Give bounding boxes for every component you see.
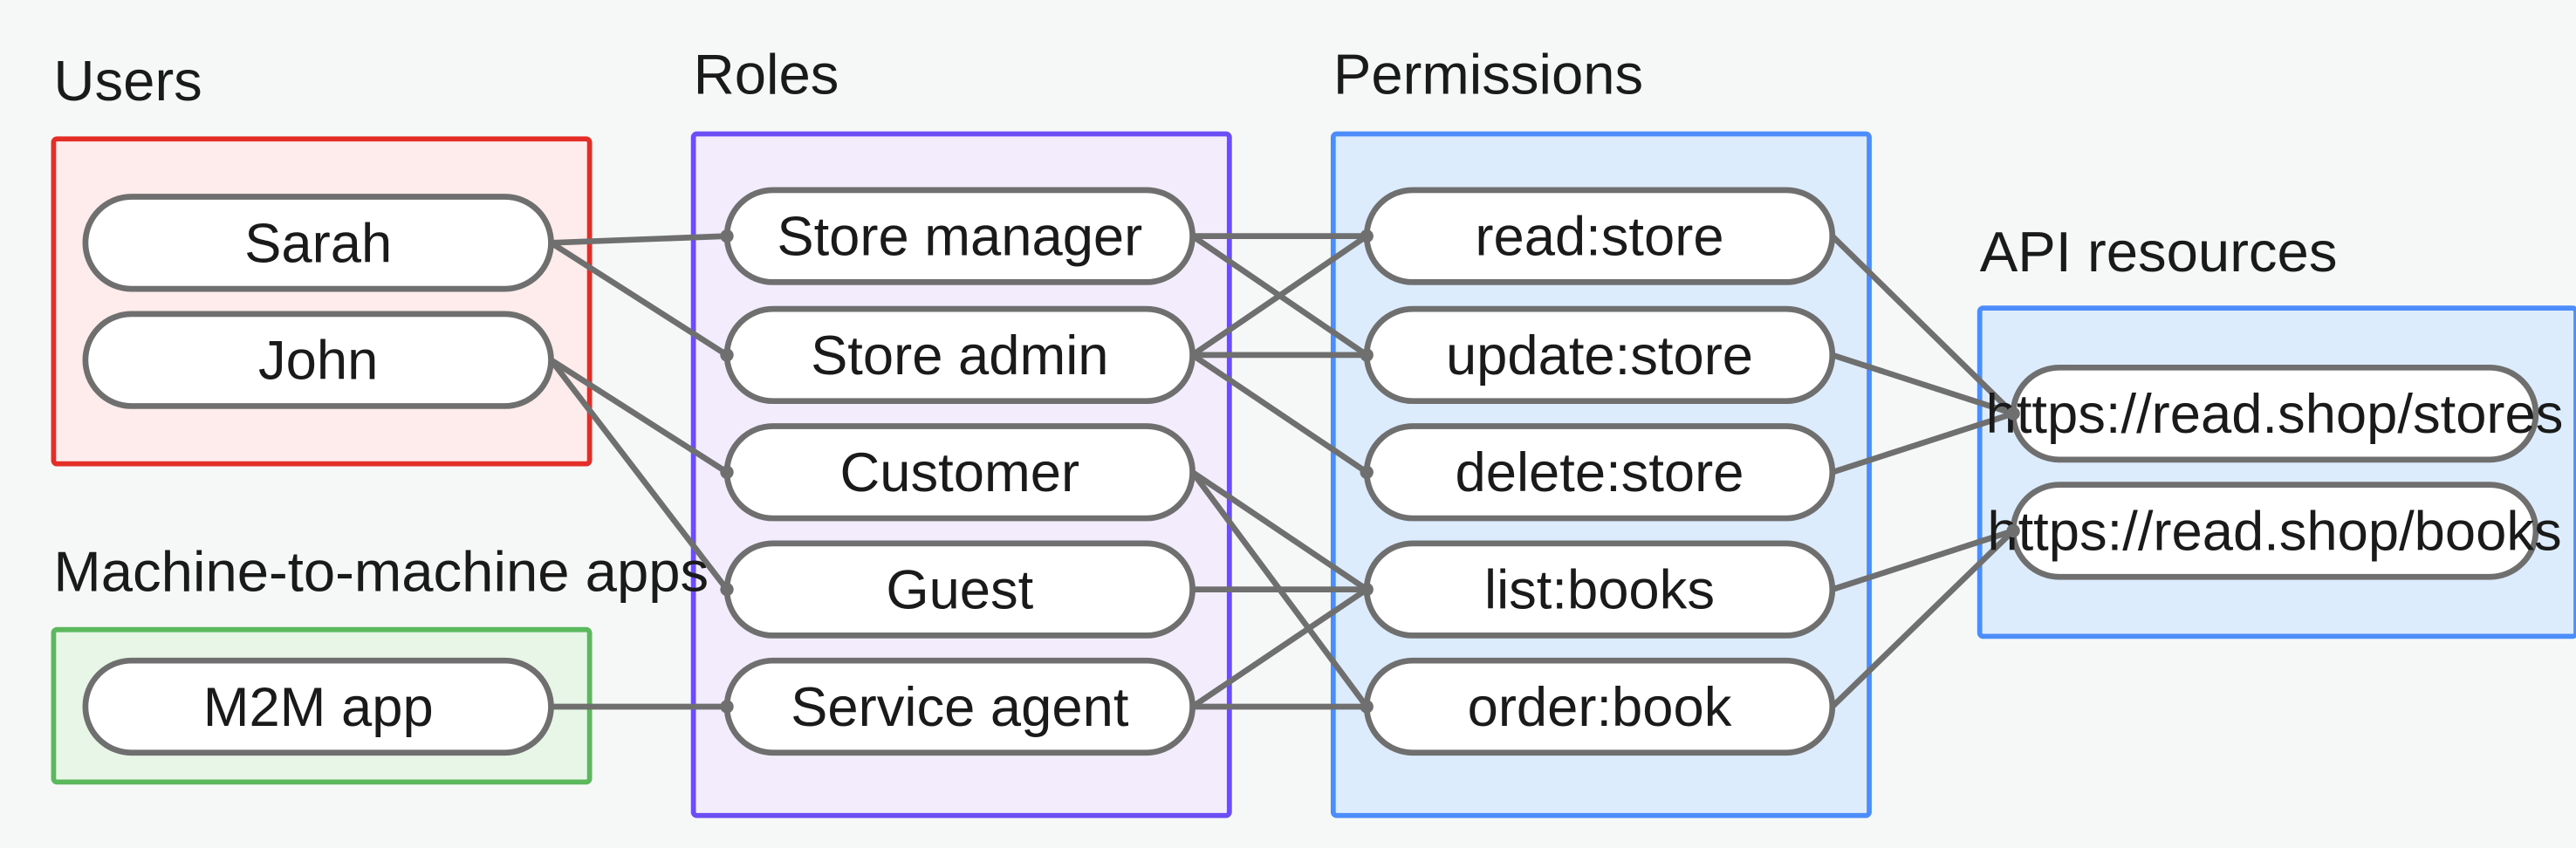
node-label-list_books: list:books	[1484, 560, 1715, 621]
node-label-service_agent: Service agent	[791, 677, 1129, 738]
edge-customer-to-list_books	[1190, 469, 1369, 592]
node-label-m2mapp: M2M app	[203, 677, 434, 738]
node-label-guest: Guest	[886, 560, 1033, 621]
node-label-delete_store: delete:store	[1456, 442, 1744, 503]
group-label-api_resources: API resources	[1980, 220, 2338, 284]
group-box-users	[51, 136, 593, 467]
edge-list_books-to-res_books	[1831, 528, 2015, 592]
group-label-m2m: Machine-to-machine apps	[53, 539, 709, 603]
edge-store_admin-to-delete_store	[1190, 352, 1369, 475]
node-label-order_book: order:book	[1468, 677, 1732, 738]
node-label-john: John	[258, 331, 378, 392]
node-m2mapp[interactable]	[82, 657, 554, 756]
edge-delete_store-to-res_stores	[1831, 410, 2015, 475]
group-box-api_resources	[1977, 305, 2576, 639]
edge-sarah-to-store_admin	[549, 240, 729, 358]
edge-anchor-dot	[1360, 582, 1374, 597]
edge-order_book-to-res_books	[1830, 529, 2016, 709]
group-label-users: Users	[53, 49, 202, 113]
edge-anchor-dot	[720, 348, 734, 362]
edge-john-to-customer	[549, 357, 729, 475]
edge-anchor-dot	[1360, 700, 1374, 714]
edge-anchor-dot	[1360, 348, 1374, 362]
anchor-dots-layer	[720, 229, 2020, 714]
node-john[interactable]	[82, 311, 554, 409]
node-label-store_manager: Store manager	[777, 207, 1142, 268]
node-label-res_books: https://read.shop/books	[1987, 501, 2561, 562]
node-label-customer: Customer	[840, 442, 1080, 503]
node-label-store_admin: Store admin	[811, 325, 1108, 386]
node-label-res_stores: https://read.shop/stores	[1986, 384, 2564, 445]
group-label-permissions: Permissions	[1333, 42, 1643, 106]
edge-anchor-dot	[720, 229, 734, 243]
node-label-sarah: Sarah	[244, 213, 392, 274]
edge-sarah-to-store_manager	[551, 233, 728, 246]
edge-anchor-dot	[2006, 523, 2020, 538]
node-label-read_store: read:store	[1475, 207, 1723, 268]
group-label-roles: Roles	[694, 42, 839, 106]
node-label-update_store: update:store	[1446, 325, 1753, 386]
edge-service_agent-to-list_books	[1190, 586, 1369, 709]
edge-anchor-dot	[720, 700, 734, 714]
edge-anchor-dot	[2006, 407, 2020, 421]
edge-anchor-dot	[720, 582, 734, 597]
edge-read_store-to-res_stores	[1830, 234, 2016, 416]
edge-update_store-to-res_stores	[1831, 352, 2015, 417]
edge-store_admin-to-read_store	[1190, 233, 1369, 358]
edge-anchor-dot	[1360, 229, 1374, 243]
node-sarah[interactable]	[82, 194, 554, 292]
edge-anchor-dot	[1360, 465, 1374, 479]
edge-john-to-guest	[548, 358, 730, 592]
edge-anchor-dot	[720, 465, 734, 479]
edges-layer	[548, 233, 2016, 710]
